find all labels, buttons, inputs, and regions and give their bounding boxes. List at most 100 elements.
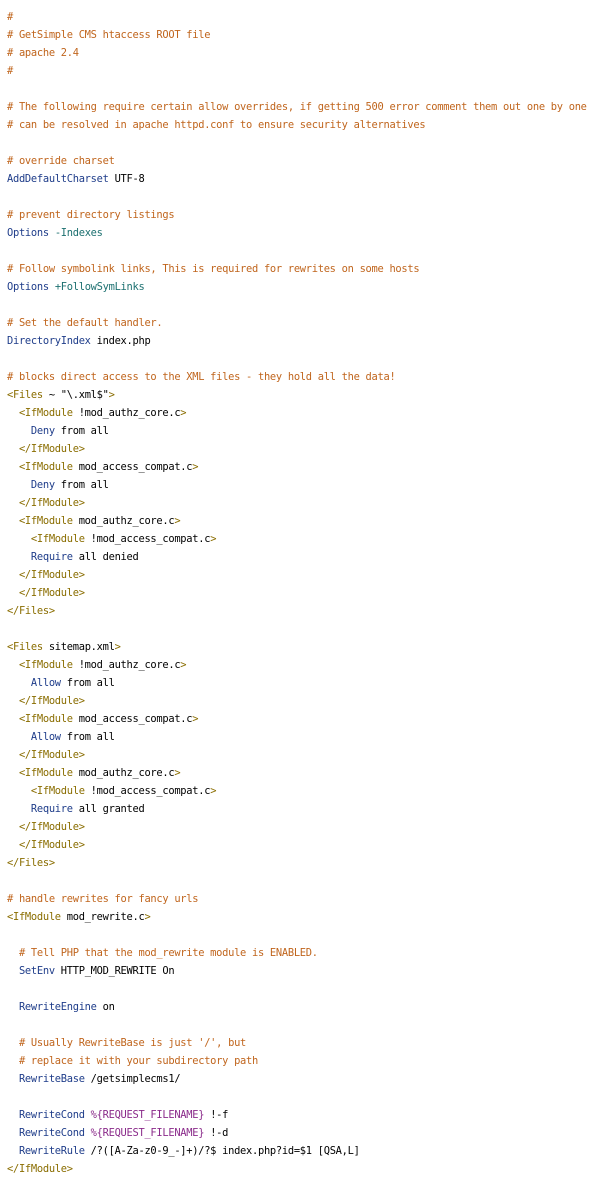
token-comment: # GetSimple CMS htaccess ROOT file — [7, 29, 211, 41]
code-line: # Follow symbolink links, This is requir… — [7, 260, 597, 278]
token-plain: all denied — [72, 551, 139, 563]
token-comment: # handle rewrites for fancy urls — [7, 893, 199, 905]
token-directive: Options — [7, 227, 49, 239]
code-line: <IfModule mod_authz_core.c> — [7, 764, 597, 782]
token-directive: SetEnv — [18, 965, 55, 977]
token-tag: > — [174, 515, 181, 527]
token-comment: # Usually RewriteBase is just '/', but — [18, 1037, 247, 1049]
code-line: RewriteCond %{REQUEST_FILENAME} !-d — [7, 1124, 597, 1142]
token-comment: # Set the default handler. — [7, 317, 163, 329]
code-line: <Files sitemap.xml> — [7, 638, 597, 656]
token-string: "\.xml$" — [60, 389, 109, 401]
token-tag: <IfModule — [18, 515, 73, 527]
token-tag: <IfModule — [7, 911, 61, 923]
code-line: Require all denied — [7, 548, 597, 566]
token-comment: # prevent directory listings — [7, 209, 175, 221]
token-plain: HTTP_MOD_REWRITE On — [54, 965, 175, 977]
token-plain — [7, 821, 19, 833]
token-plain: !-d — [204, 1127, 229, 1139]
code-line: Options -Indexes — [7, 224, 597, 242]
token-tag: </IfModule> — [18, 497, 85, 509]
token-plain — [7, 443, 19, 455]
token-tag: <IfModule — [18, 461, 73, 473]
token-comment: # blocks direct access to the XML files … — [7, 371, 396, 383]
token-plain: !mod_authz_core.c — [72, 407, 181, 419]
token-plain: mod_authz_core.c — [72, 767, 175, 779]
token-directive: Options — [7, 281, 49, 293]
blank-line — [7, 872, 597, 890]
token-directive: AddDefaultCharset — [7, 173, 109, 185]
token-directive: Allow — [30, 677, 61, 689]
code-line: AddDefaultCharset UTF-8 — [7, 170, 597, 188]
token-plain — [7, 803, 31, 815]
token-directive: Require — [30, 551, 73, 563]
code-line: Allow from all — [7, 674, 597, 692]
token-tag: <IfModule — [18, 659, 73, 671]
token-directive: RewriteRule — [18, 1145, 85, 1157]
token-tag: </IfModule> — [7, 1163, 73, 1175]
token-tag: <IfModule — [30, 533, 85, 545]
token-plain — [7, 839, 19, 851]
token-comment: # — [7, 11, 13, 23]
code-line: Deny from all — [7, 476, 597, 494]
token-plain: /getsimplecms1/ — [84, 1073, 181, 1085]
token-plain — [7, 407, 19, 419]
token-plain: !mod_access_compat.c — [84, 785, 211, 797]
token-plain — [7, 533, 31, 545]
token-tag: > — [108, 389, 115, 401]
token-plain — [7, 1055, 19, 1067]
token-tag: > — [180, 407, 187, 419]
token-tag: > — [210, 785, 217, 797]
token-plain: from all — [54, 479, 109, 491]
code-line: </IfModule> — [7, 584, 597, 602]
code-line: SetEnv HTTP_MOD_REWRITE On — [7, 962, 597, 980]
token-plain: from all — [60, 731, 115, 743]
token-directive: Deny — [30, 479, 55, 491]
token-plain — [7, 767, 19, 779]
token-plain — [7, 677, 31, 689]
token-plain: mod_rewrite.c — [60, 911, 145, 923]
token-tag: </Files> — [7, 605, 55, 617]
token-directive: RewriteCond — [18, 1127, 85, 1139]
code-line: <IfModule !mod_authz_core.c> — [7, 404, 597, 422]
token-plain — [7, 569, 19, 581]
token-plain: on — [96, 1001, 115, 1013]
token-variable: %{REQUEST_FILENAME} — [90, 1127, 205, 1139]
token-tag: > — [114, 641, 121, 653]
code-line: # handle rewrites for fancy urls — [7, 890, 597, 908]
token-directive: RewriteCond — [18, 1109, 85, 1121]
token-plain: all granted — [72, 803, 145, 815]
token-tag: </IfModule> — [18, 569, 85, 581]
code-line: </IfModule> — [7, 494, 597, 512]
token-plain: mod_access_compat.c — [72, 713, 193, 725]
code-line: RewriteCond %{REQUEST_FILENAME} !-f — [7, 1106, 597, 1124]
blank-line — [7, 242, 597, 260]
token-plain — [7, 515, 19, 527]
token-plain — [7, 749, 19, 761]
code-line: <IfModule mod_access_compat.c> — [7, 458, 597, 476]
token-plain — [7, 479, 31, 491]
code-line: DirectoryIndex index.php — [7, 332, 597, 350]
token-directive: RewriteBase — [18, 1073, 85, 1085]
blank-line — [7, 188, 597, 206]
token-directive: DirectoryIndex — [7, 335, 91, 347]
token-comment: # — [7, 65, 13, 77]
code-line: # apache 2.4 — [7, 44, 597, 62]
blank-line — [7, 350, 597, 368]
token-plain: /?([A-Za-z0-9_-]+)/?$ index.php?id=$1 [Q… — [84, 1145, 360, 1157]
code-line: # Usually RewriteBase is just '/', but — [7, 1034, 597, 1052]
token-variable: %{REQUEST_FILENAME} — [90, 1109, 205, 1121]
token-plain — [7, 785, 31, 797]
token-directive: Allow — [30, 731, 61, 743]
token-tag: <IfModule — [18, 713, 73, 725]
token-tag: </IfModule> — [18, 443, 85, 455]
code-line: </IfModule> — [7, 746, 597, 764]
code-line: <IfModule !mod_authz_core.c> — [7, 656, 597, 674]
code-line: <IfModule mod_access_compat.c> — [7, 710, 597, 728]
token-tag: </IfModule> — [18, 695, 85, 707]
token-plain: ~ — [42, 389, 61, 401]
token-tag: > — [192, 461, 199, 473]
token-tag: </IfModule> — [18, 839, 85, 851]
token-plain — [7, 1037, 19, 1049]
blank-line — [7, 926, 597, 944]
